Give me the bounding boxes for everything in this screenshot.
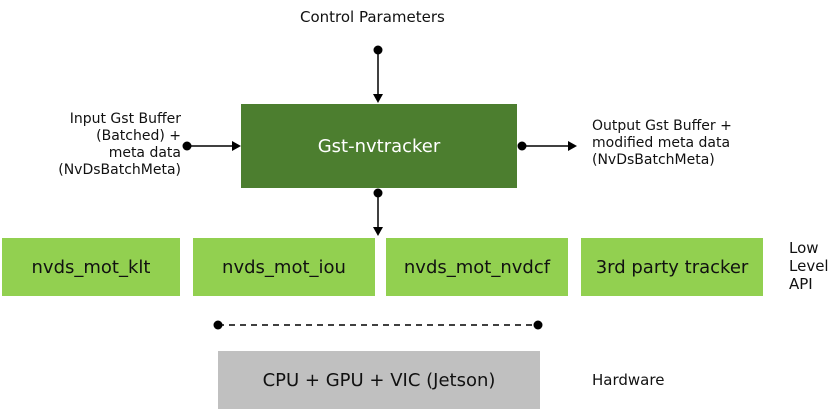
input-label-line: (Batched) + bbox=[96, 128, 181, 144]
gst-nvtracker-label: Gst-nvtracker bbox=[317, 135, 441, 157]
library-arrow-dot bbox=[373, 188, 383, 198]
input-label-line: (NvDsBatchMeta) bbox=[58, 162, 181, 178]
library-box-nvdcf: nvds_mot_nvdcf bbox=[386, 238, 568, 296]
library-box-iou: nvds_mot_iou bbox=[193, 238, 375, 296]
hardware-box: CPU + GPU + VIC (Jetson) bbox=[218, 351, 540, 409]
control-arrow-dot bbox=[373, 45, 383, 55]
library-label: nvds_mot_klt bbox=[31, 256, 151, 278]
output-label-line: Output Gst Buffer + bbox=[592, 118, 732, 134]
hardware-dashed-dot-left bbox=[213, 320, 223, 330]
input-label-line: meta data bbox=[108, 145, 181, 161]
library-label: 3rd party tracker bbox=[595, 256, 749, 278]
library-arrow-head bbox=[373, 227, 383, 236]
input-arrow-dot bbox=[182, 141, 192, 151]
gst-nvtracker-box: Gst-nvtracker bbox=[241, 104, 517, 188]
low-level-line: API bbox=[789, 275, 813, 293]
library-box-3rd-party: 3rd party tracker bbox=[581, 238, 763, 296]
output-arrow-dot bbox=[517, 141, 527, 151]
output-arrow-head bbox=[568, 141, 577, 151]
control-arrow-head bbox=[373, 94, 383, 103]
hardware-dashed-dot-right bbox=[533, 320, 543, 330]
input-arrow-head bbox=[232, 141, 241, 151]
hardware-box-label: CPU + GPU + VIC (Jetson) bbox=[262, 369, 496, 391]
output-label-line: modified meta data bbox=[592, 135, 731, 151]
low-level-line: Low bbox=[789, 239, 819, 257]
library-label: nvds_mot_iou bbox=[222, 256, 346, 278]
input-label-line: Input Gst Buffer bbox=[69, 111, 181, 127]
low-level-api-label: Low Level API bbox=[789, 239, 829, 293]
library-box-klt: nvds_mot_klt bbox=[2, 238, 180, 296]
hardware-label: Hardware bbox=[592, 371, 665, 389]
input-buffer-label: Input Gst Buffer (Batched) + meta data (… bbox=[35, 111, 181, 179]
control-parameters-label: Control Parameters bbox=[300, 8, 445, 26]
low-level-line: Level bbox=[789, 257, 829, 275]
output-label-line: (NvDsBatchMeta) bbox=[592, 152, 715, 168]
library-label: nvds_mot_nvdcf bbox=[403, 256, 551, 278]
output-buffer-label: Output Gst Buffer + modified meta data (… bbox=[592, 118, 732, 169]
